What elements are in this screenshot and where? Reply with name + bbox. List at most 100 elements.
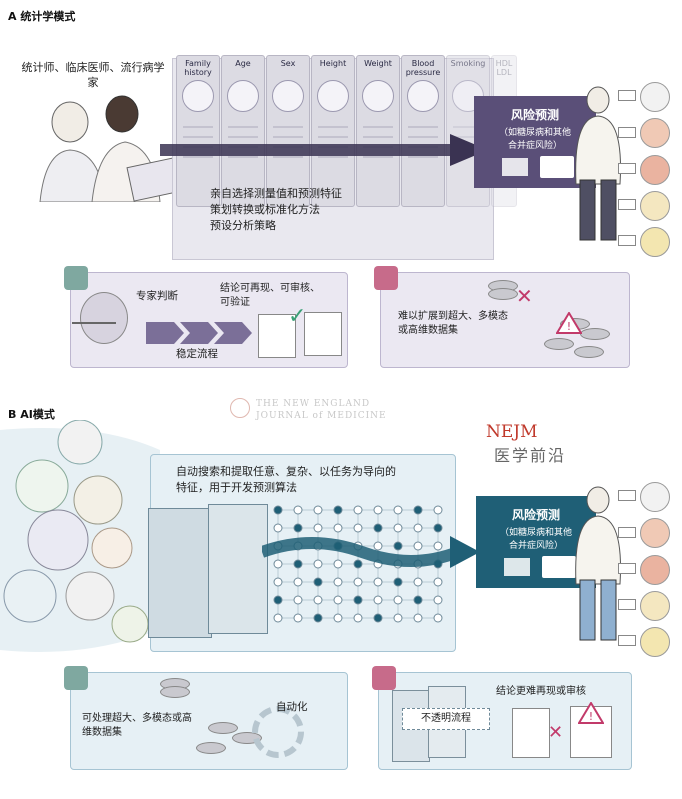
network-node <box>433 613 443 623</box>
gauge-icon <box>542 556 576 578</box>
warning-icon: ! <box>578 702 604 724</box>
foot-icon <box>640 227 670 257</box>
gender-icon <box>272 80 304 112</box>
auto-line: 特征，用于开发预测算法 <box>176 481 297 494</box>
risk-sub: （如糖尿病和其他 <box>499 528 572 538</box>
checkbox-icon <box>618 563 636 574</box>
con-text-b: 结论更难再现或审核 <box>496 686 586 697</box>
card-label: Age <box>235 59 251 68</box>
method-text: 亲自选择测量值和预测特征 策划转换或标准化方法 预设分析策略 <box>210 186 342 234</box>
nejm-logo: NEJM <box>486 422 538 442</box>
card-label: Family history <box>184 59 212 77</box>
cross-icon: ✕ <box>516 284 533 308</box>
network-node <box>313 505 323 515</box>
network-node <box>353 505 363 515</box>
checkbox-icon <box>618 90 636 101</box>
network-node <box>313 613 323 623</box>
network-node <box>353 613 363 623</box>
card-sex: Sex <box>266 55 310 207</box>
network-node <box>273 577 283 587</box>
network-node <box>413 541 423 551</box>
network-node <box>313 559 323 569</box>
database-icon <box>160 686 190 698</box>
pro-line: 可处理超大、多模态或高 <box>82 713 192 724</box>
people-label-text: 统计师、临床医师、流行病学家 <box>21 61 165 89</box>
section-b-title: B AI模式 <box>8 408 55 421</box>
card-family-history: Family history <box>176 55 220 207</box>
card-label: Weight <box>364 59 392 68</box>
checkbox-icon <box>618 127 636 138</box>
network-node <box>393 523 403 533</box>
pro-line: 维数据集 <box>82 727 122 738</box>
network-node <box>313 523 323 533</box>
network-node <box>393 505 403 515</box>
checkbox-icon <box>618 199 636 210</box>
thumbs-up-icon <box>64 266 88 290</box>
clinicians-illustration <box>39 95 186 202</box>
card-label: Smoking <box>450 59 486 68</box>
automation-label: 自动化 <box>276 701 308 713</box>
check-icon: ✓ <box>288 304 307 329</box>
network-node <box>353 523 363 533</box>
ruler-icon <box>317 80 349 112</box>
network-node <box>333 523 343 533</box>
family-icon <box>182 80 214 112</box>
network-node <box>393 613 403 623</box>
stable-flow-chevrons <box>146 322 252 344</box>
pro-result-line: 结论可再现、可审核、 <box>220 283 320 294</box>
network-node <box>373 541 383 551</box>
pro-result-line: 可验证 <box>220 297 250 308</box>
flow-arrow-a <box>160 134 488 166</box>
network-node <box>413 505 423 515</box>
database-icon <box>196 742 226 754</box>
network-node <box>293 595 303 605</box>
document-icon <box>502 158 528 176</box>
risk-sub: 合并症风险） <box>507 141 562 151</box>
network-node <box>333 505 343 515</box>
method-line: 策划转换或标准化方法 <box>210 203 320 216</box>
risk-prediction-box-b: 风险预测 （如糖尿病和其他合并症风险） <box>476 496 596 588</box>
kidney-icon <box>640 155 670 185</box>
calendar-icon <box>227 80 259 112</box>
database-icon <box>580 328 610 340</box>
risk-title: 风险预测 <box>511 508 560 522</box>
card-label: Sex <box>280 59 296 68</box>
flow-arrow-b <box>262 536 480 568</box>
network-node <box>373 613 383 623</box>
risk-sub: 合并症风险） <box>508 541 563 551</box>
patient-figure-b <box>575 486 621 641</box>
opaque-process-label: 不透明流程 <box>402 708 490 730</box>
checkbox-icon <box>618 599 636 610</box>
brain-head-icon <box>80 292 128 344</box>
gear-icon <box>252 706 304 758</box>
network-node <box>333 595 343 605</box>
network-node <box>433 595 443 605</box>
database-icon <box>574 346 604 358</box>
server-icon <box>208 504 268 634</box>
eye-icon <box>640 482 670 512</box>
checkbox-icon <box>618 235 636 246</box>
network-node <box>293 505 303 515</box>
network-node <box>293 523 303 533</box>
pro-expert-label: 专家判断 <box>136 290 178 302</box>
blood-pressure-icon <box>407 80 439 112</box>
card-label: HDL LDL <box>495 59 513 77</box>
network-node <box>393 541 403 551</box>
network-node <box>333 613 343 623</box>
heart-icon <box>640 118 670 148</box>
card-blood-pressure: Blood pressure <box>401 55 445 207</box>
patient-figure-a <box>575 86 621 241</box>
auto-text: 自动搜索和提取任意、复杂、以任务为导向的 特征，用于开发预测算法 <box>176 464 396 496</box>
network-node <box>313 577 323 587</box>
cross-icon: ✕ <box>548 722 564 743</box>
data-bubbles <box>0 420 160 652</box>
network-node <box>273 523 283 533</box>
network-node <box>373 523 383 533</box>
nejm-seal-icon <box>230 398 250 418</box>
database-icon <box>488 288 518 300</box>
checkbox-icon <box>618 635 636 646</box>
heart-icon <box>640 518 670 548</box>
network-node <box>293 577 303 587</box>
watermark: THE NEW ENGLAND JOURNAL of MEDICINE <box>256 398 387 422</box>
card-weight: Weight <box>356 55 400 207</box>
